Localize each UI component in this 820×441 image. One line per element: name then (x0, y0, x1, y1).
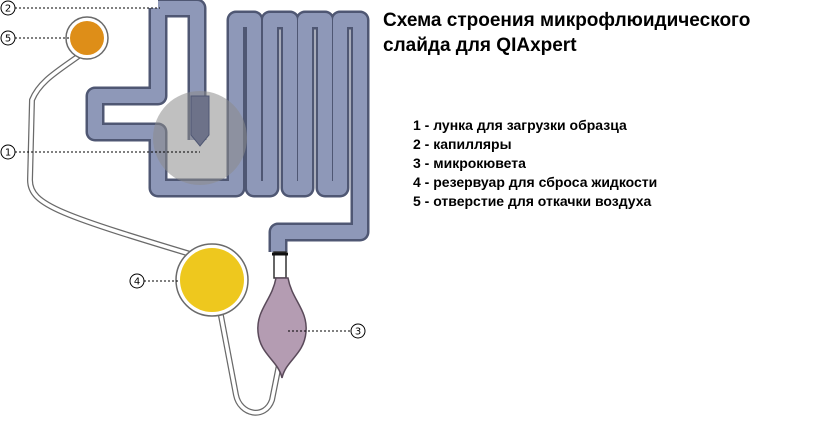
legend-item-5: 5 - отверстие для откачки воздуха (413, 193, 652, 209)
title-line-2: слайда для QIAxpert (383, 35, 577, 56)
callout-2: 2 (0, 0, 16, 16)
title-line-1: Схема строения микрофлюидического (383, 10, 751, 31)
callout-1: 1 (0, 144, 16, 160)
svg-text:4: 4 (134, 277, 140, 288)
legend-item-2: 2 - капилляры (413, 136, 512, 152)
microcuvette (257, 277, 307, 379)
legend-item-3: 3 - микрокювета (413, 155, 526, 171)
callout-leaders (15, 7, 350, 332)
svg-text:1: 1 (5, 148, 11, 159)
svg-text:2: 2 (5, 4, 11, 15)
callout-3: 3 (350, 323, 366, 339)
air-tube-inner (28, 48, 287, 415)
diagram-title: Схема строения микрофлюидического слайда… (383, 8, 813, 58)
callout-4: 4 (129, 273, 145, 289)
legend: 1 - лунка для загрузки образца 2 - капил… (413, 116, 657, 211)
legend-item-4: 4 - резервуар для сброса жидкости (413, 174, 658, 190)
sample-well-tip (190, 95, 210, 147)
svg-text:3: 3 (355, 327, 361, 338)
callout-5: 5 (0, 30, 16, 46)
cuvette-neck (273, 251, 287, 279)
legend-item-1: 1 - лунка для загрузки образца (413, 117, 627, 133)
svg-text:5: 5 (5, 34, 11, 45)
